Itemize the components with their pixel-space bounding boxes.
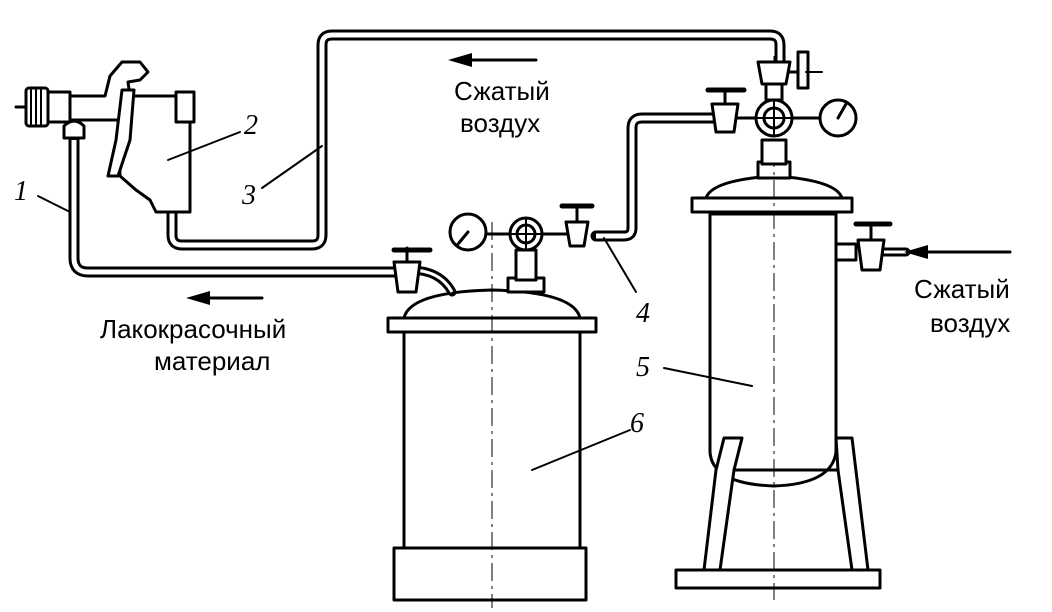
tank5-inlet-valve bbox=[834, 221, 893, 272]
label-compressed-air-top-1: Сжатый bbox=[454, 76, 550, 106]
tank5-flange bbox=[690, 196, 854, 214]
gun-rear-knob bbox=[174, 90, 196, 124]
callout-5: 5 bbox=[636, 352, 650, 383]
label-compressed-air-right-1: Сжатый bbox=[914, 274, 1010, 304]
paint-hose-1-inner bbox=[71, 140, 395, 275]
leader-6 bbox=[531, 429, 631, 471]
tank6-stem bbox=[514, 248, 538, 282]
label-paint-material-2: материал bbox=[154, 346, 270, 376]
callout-6: 6 bbox=[630, 408, 644, 439]
air-hose-4 bbox=[590, 112, 726, 242]
leader-3 bbox=[261, 145, 323, 189]
tank5-regulator bbox=[705, 50, 858, 166]
leader-5 bbox=[663, 367, 753, 387]
tank5-body bbox=[708, 212, 838, 488]
gun-head bbox=[46, 90, 72, 124]
tank5-leg-right bbox=[834, 436, 870, 572]
spray-gun-2 bbox=[14, 60, 196, 214]
paint-tank-6 bbox=[386, 222, 598, 608]
arrow-compressed-air-right bbox=[904, 245, 1012, 259]
tank5-gun-air-valve bbox=[756, 60, 792, 86]
air-hose-3 bbox=[166, 29, 786, 251]
air-tank-5 bbox=[674, 56, 882, 600]
air-hose-3-inner bbox=[169, 32, 783, 248]
callout-3: 3 bbox=[241, 180, 256, 211]
arrow-paint-flow bbox=[186, 291, 264, 305]
label-compressed-air-right-2: воздух bbox=[930, 308, 1010, 338]
leader-2 bbox=[167, 131, 241, 161]
tank6-regulator bbox=[448, 203, 595, 252]
tank6-air-valve bbox=[564, 220, 590, 248]
tank6-base bbox=[392, 546, 588, 602]
tank5-outlet-valve bbox=[710, 102, 740, 134]
leader-4 bbox=[603, 237, 637, 293]
callout-2: 2 bbox=[244, 110, 258, 141]
callout-4: 4 bbox=[636, 298, 650, 329]
label-compressed-air-top-2: воздух bbox=[460, 108, 540, 138]
air-hose-4-inner bbox=[596, 115, 720, 239]
label-paint-material-1: Лакокрасочный bbox=[100, 314, 286, 344]
callout-1: 1 bbox=[14, 176, 28, 207]
arrow-compressed-air-top bbox=[448, 53, 538, 67]
gun-paint-fitting bbox=[62, 119, 86, 140]
tank6-paint-valve bbox=[391, 246, 457, 297]
tank5-base bbox=[674, 568, 882, 590]
gun-trigger bbox=[106, 88, 136, 178]
leader-1 bbox=[37, 195, 71, 213]
